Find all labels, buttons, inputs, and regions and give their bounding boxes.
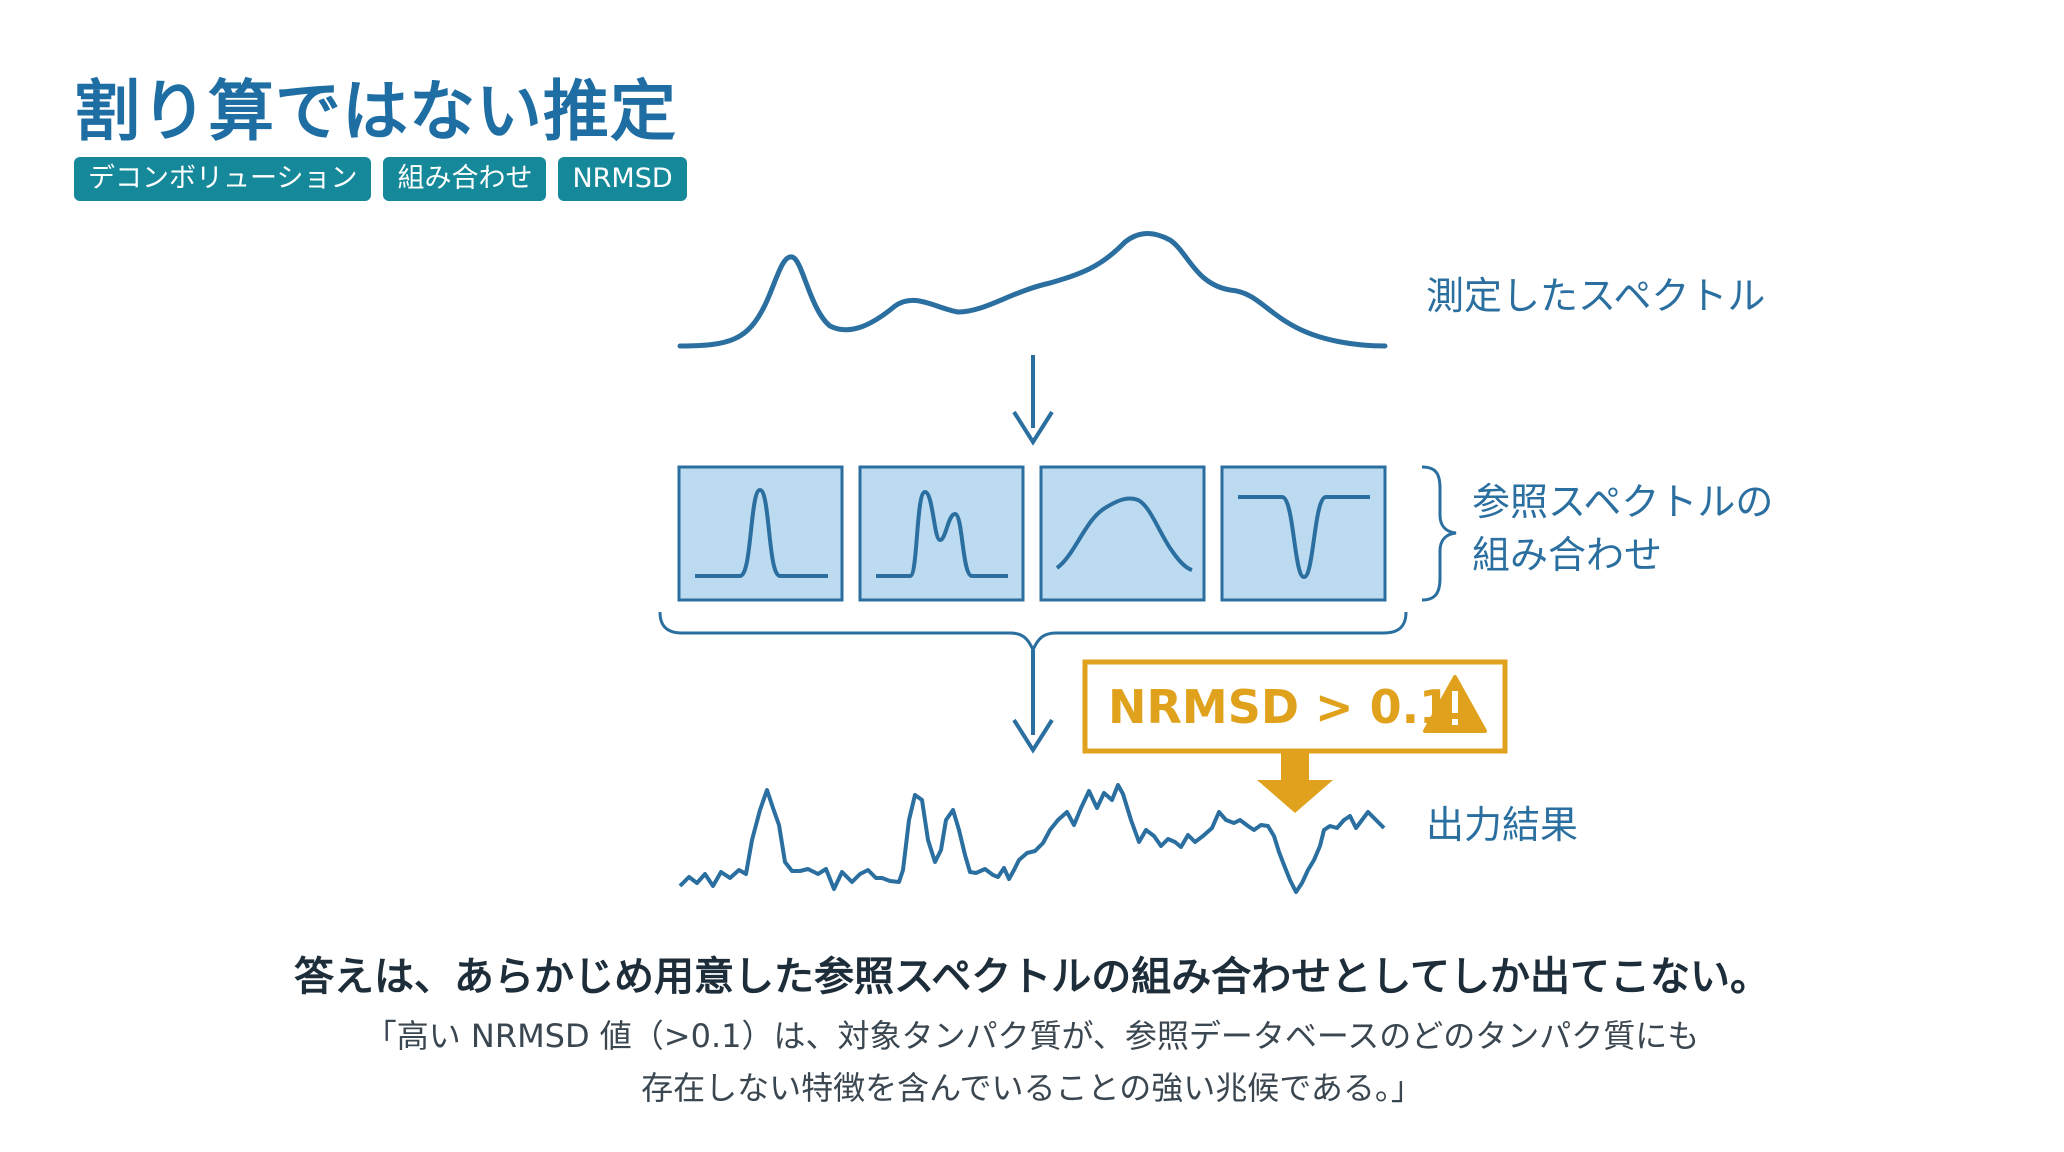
page-title: 割り算ではない推定	[74, 73, 677, 150]
reference-box-2	[858, 465, 1025, 602]
reference-combination-label-line2: 組み合わせ	[1472, 533, 1662, 577]
output-label: 出力結果	[1426, 803, 1578, 847]
nrmsd-quote: 「高い NRMSD 値（>0.1）は、対象タンパク質が、参照データベースのどのタ…	[0, 1010, 2064, 1114]
right-brace	[1421, 465, 1457, 602]
tag-combination: 組み合わせ	[383, 157, 547, 201]
output-spectrum-curve	[678, 783, 1386, 894]
nrmsd-warning-text: NRMSD > 0.1	[1108, 680, 1451, 734]
reference-box-1	[677, 465, 844, 602]
arrow-down-2-head	[1012, 718, 1054, 754]
warning-arrow-down	[1257, 751, 1333, 813]
quote-line-2: 存在しない特徴を含んでいることの強い兆候である。」	[641, 1069, 1423, 1107]
tag-deconvolution: デコンボリューション	[74, 157, 372, 201]
bottom-brace	[658, 611, 1408, 654]
nrmsd-warning-box: NRMSD > 0.1	[1082, 659, 1508, 754]
tag-nrmsd: NRMSD	[558, 157, 687, 201]
reference-box-3	[1039, 465, 1206, 602]
arrow-down-1-head	[1012, 410, 1054, 446]
tag-list: デコンボリューション 組み合わせ NRMSD	[74, 157, 687, 201]
warning-triangle-icon	[1423, 675, 1487, 733]
quote-line-1: 「高い NRMSD 値（>0.1）は、対象タンパク質が、参照データベースのどのタ…	[364, 1017, 1700, 1055]
conclusion-text: 答えは、あらかじめ用意した参照スペクトルの組み合わせとしてしか出てこない。	[294, 954, 1770, 1000]
reference-combination-label-line1: 参照スペクトルの	[1472, 480, 1773, 524]
reference-box-4	[1220, 465, 1387, 602]
measured-spectrum-curve	[677, 231, 1388, 349]
measured-spectrum-label: 測定したスペクトル	[1426, 274, 1765, 318]
